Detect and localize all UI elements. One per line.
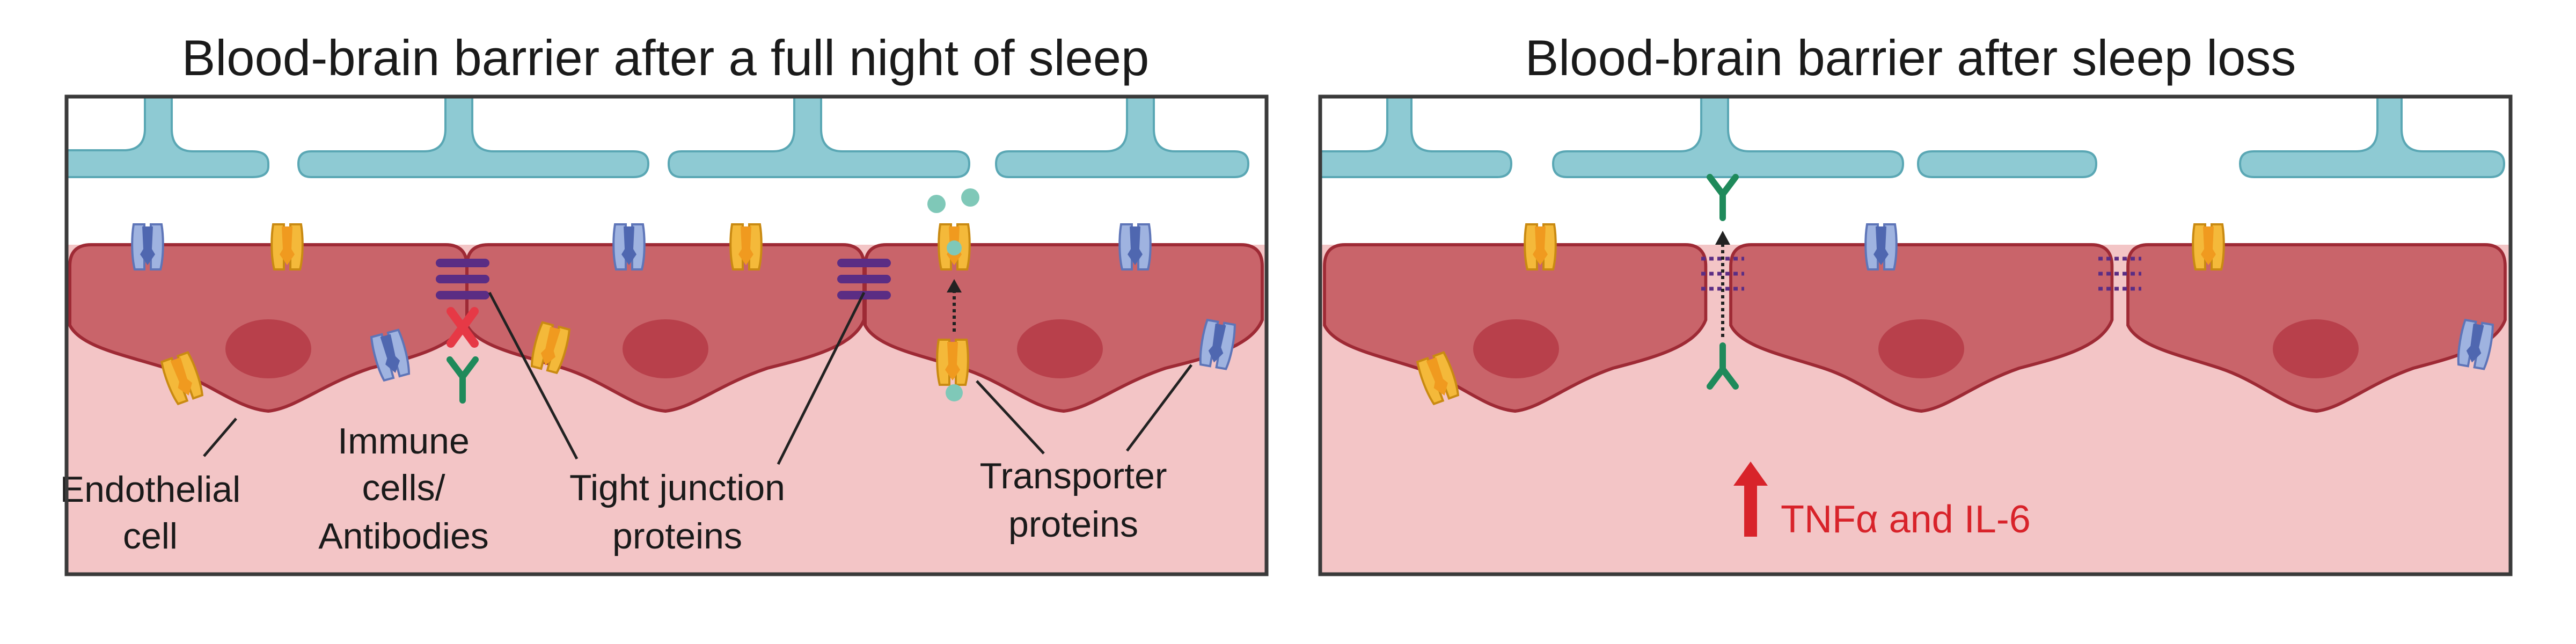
transport-arrow bbox=[947, 279, 962, 332]
astrocyte-end-feet bbox=[1319, 96, 2506, 178]
molecules bbox=[927, 188, 979, 401]
nuclei bbox=[1473, 319, 2359, 378]
label-endothelial-line2: cell bbox=[123, 516, 178, 557]
cytokine-label: TNFα and IL-6 bbox=[1781, 498, 2031, 541]
label-endothelial-line1: Endothelial bbox=[60, 469, 240, 510]
transporter-yellow-icon bbox=[270, 223, 304, 270]
label-immune-line2: cells/ bbox=[362, 467, 445, 508]
transporter-yellow-icon bbox=[729, 223, 763, 270]
panel-right-title: Blood-brain barrier after sleep loss bbox=[1525, 30, 2296, 86]
label-transporter-line2: proteins bbox=[1008, 504, 1138, 545]
panel-left-title: Blood-brain barrier after a full night o… bbox=[182, 30, 1150, 86]
block-x-icon bbox=[447, 307, 479, 348]
transporter-yellow-icon bbox=[2192, 223, 2225, 270]
panel-left-border bbox=[64, 94, 1269, 576]
astrocyte-end-feet bbox=[65, 96, 1250, 178]
tight-junction-1 bbox=[436, 259, 489, 299]
panel-left: Blood-brain barrier after a full night o… bbox=[60, 30, 1269, 576]
leak-arrow bbox=[1715, 231, 1730, 337]
label-immune-line3: Antibodies bbox=[318, 516, 489, 557]
nuclei bbox=[225, 319, 1103, 378]
transporter-blue-icon bbox=[1864, 223, 1898, 270]
leader-lines bbox=[203, 291, 1192, 465]
label-transporter-line1: Transporter bbox=[980, 456, 1167, 496]
transporter-yellow-icon bbox=[936, 339, 969, 386]
up-arrow-icon bbox=[1733, 462, 1768, 537]
transporter-blue-icon bbox=[1118, 223, 1152, 270]
label-tight-junction-line1: Tight junction bbox=[569, 467, 785, 508]
panel-right-border bbox=[1318, 94, 2513, 576]
label-tight-junction-line2: proteins bbox=[612, 516, 742, 557]
transporter-blue-icon bbox=[131, 223, 164, 270]
label-immune-line1: Immune bbox=[338, 421, 470, 462]
panel-right: Blood-brain barrier after sleep loss bbox=[1318, 30, 2513, 576]
transporter-blue-icon bbox=[612, 223, 646, 270]
transporter-yellow-icon bbox=[1524, 223, 1557, 270]
